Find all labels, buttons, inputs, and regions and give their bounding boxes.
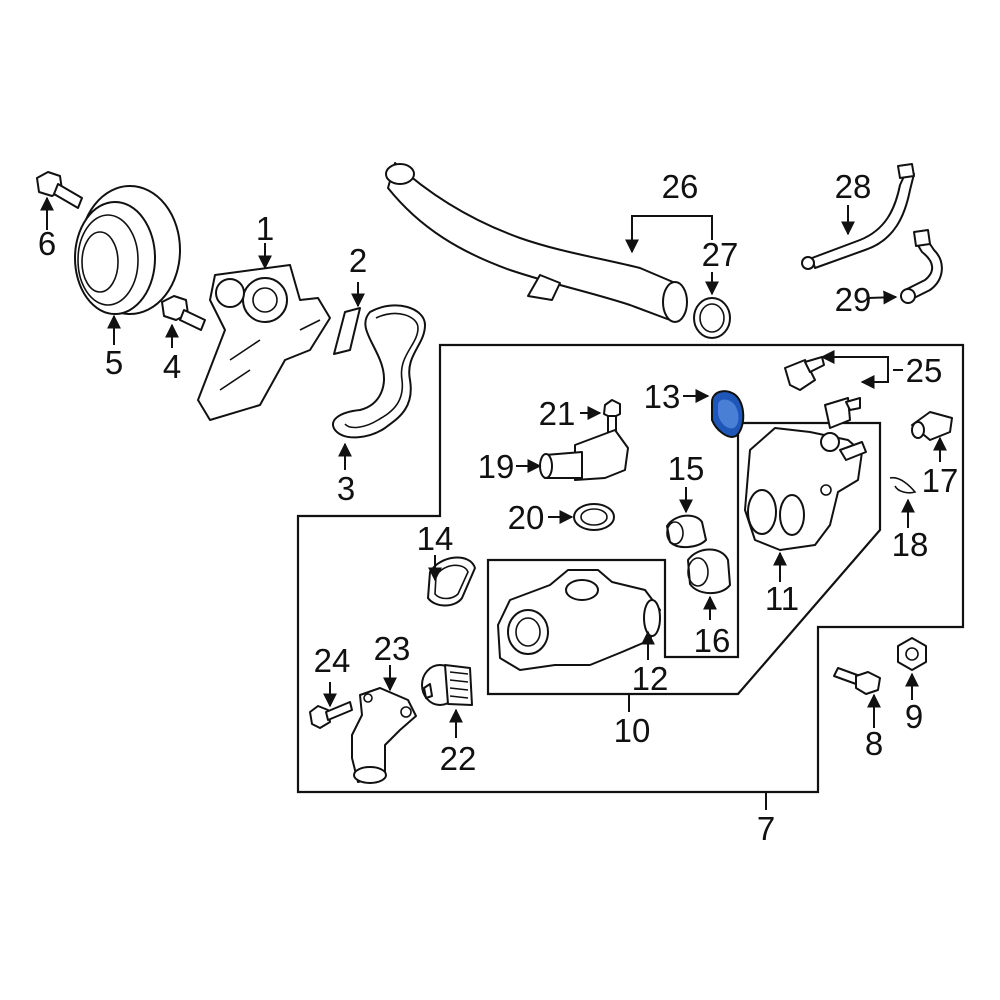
callout-1[interactable]: 1 xyxy=(256,210,274,247)
callout-26[interactable]: 26 xyxy=(662,168,699,205)
part-9-nut xyxy=(897,637,927,671)
part-17-sensor xyxy=(911,411,953,441)
callout-28[interactable]: 28 xyxy=(835,168,872,205)
part-8-bolt xyxy=(833,667,881,695)
assembly-7-frame xyxy=(296,343,965,794)
callout-25[interactable]: 25 xyxy=(906,352,943,389)
part-24-bolt xyxy=(309,701,353,729)
leader-lines xyxy=(40,196,947,738)
part-15-seal xyxy=(666,514,707,548)
part-5-pulley xyxy=(74,185,181,315)
part-18-clip xyxy=(889,476,917,494)
part-20-o-ring xyxy=(573,503,615,531)
part-3-gasket xyxy=(332,304,426,439)
callout-23[interactable]: 23 xyxy=(374,630,411,667)
part-4-bolt xyxy=(161,295,206,331)
callout-4[interactable]: 4 xyxy=(163,348,181,385)
callout-7[interactable]: 7 xyxy=(757,810,775,847)
part-21-bolt xyxy=(603,399,621,443)
callout-19[interactable]: 19 xyxy=(478,448,515,485)
part-26-coolant-pipe xyxy=(385,162,688,323)
part-28-hose xyxy=(801,163,915,270)
part-3-gasket-inner xyxy=(344,312,419,429)
callout-12[interactable]: 12 xyxy=(632,660,669,697)
callout-13[interactable]: 13 xyxy=(644,378,681,415)
callout-27[interactable]: 27 xyxy=(702,236,739,273)
callout-16[interactable]: 16 xyxy=(694,622,731,659)
callout-14[interactable]: 14 xyxy=(417,520,454,557)
callout-21[interactable]: 21 xyxy=(539,395,576,432)
callout-6[interactable]: 6 xyxy=(38,225,56,262)
part-16-seal xyxy=(687,548,731,595)
callout-10[interactable]: 10 xyxy=(614,712,651,749)
part-11-housing xyxy=(744,427,867,551)
callout-11[interactable]: 11 xyxy=(765,580,799,617)
part-12-housing xyxy=(497,569,661,671)
part-2-gasket xyxy=(333,307,361,355)
part-29-hose xyxy=(900,229,943,304)
part-6-bolt xyxy=(36,171,83,209)
callouts: 1 2 3 4 5 6 7 8 9 10 11 12 13 14 15 16 1… xyxy=(38,168,959,847)
callout-5[interactable]: 5 xyxy=(105,344,123,381)
part-13-gasket-inner xyxy=(718,399,739,429)
callout-15[interactable]: 15 xyxy=(668,450,705,487)
callout-3[interactable]: 3 xyxy=(337,470,355,507)
callout-9[interactable]: 9 xyxy=(905,698,923,735)
part-23-elbow xyxy=(351,687,417,784)
callout-29[interactable]: 29 xyxy=(835,281,872,318)
callout-18[interactable]: 18 xyxy=(892,526,929,563)
part-14-gasket-inner xyxy=(434,564,469,600)
part-27-o-ring xyxy=(693,297,731,339)
callout-20[interactable]: 20 xyxy=(508,499,545,536)
part-22-thermostat xyxy=(421,664,473,706)
callout-22[interactable]: 22 xyxy=(440,740,477,777)
part-1-water-pump xyxy=(197,264,331,421)
callout-24[interactable]: 24 xyxy=(314,642,351,679)
part-19-outlet xyxy=(539,429,629,481)
callout-8[interactable]: 8 xyxy=(865,725,883,762)
callout-17[interactable]: 17 xyxy=(922,462,959,499)
part-25-connectors xyxy=(784,356,861,429)
callout-2[interactable]: 2 xyxy=(349,242,367,279)
